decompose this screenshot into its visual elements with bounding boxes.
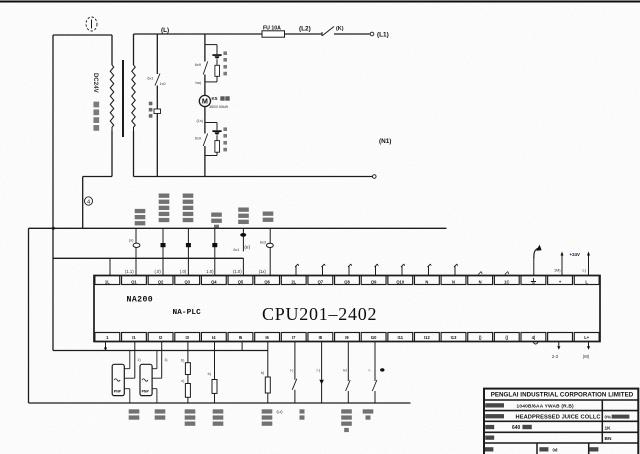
svg-text:Q4: Q4 [211,279,217,284]
svg-text:b): b) [261,371,265,375]
svg-text:(1x): (1x) [259,269,267,274]
svg-text:6x1: 6x1 [147,77,153,81]
svg-text:Q1: Q1 [131,279,137,284]
svg-text:DC24V: DC24V [92,73,99,94]
svg-text:+24V: +24V [570,252,580,257]
svg-text:I·): I·) [317,369,321,373]
svg-text:I7: I7 [292,335,296,340]
svg-text:I6: I6 [265,335,269,340]
svg-text:(1x): (1x) [196,119,203,123]
svg-text:N: N [479,279,482,284]
svg-text:1L: 1L [105,279,110,284]
svg-text:NA-PLC: NA-PLC [173,309,202,317]
svg-text:(N1): (N1) [379,138,391,145]
svg-text:Q10: Q10 [396,279,404,284]
svg-text:640: 640 [512,425,521,431]
svg-text:Q9: Q9 [371,279,377,284]
svg-text:0d: 0d [553,447,558,452]
svg-text:I·: I· [369,369,371,373]
svg-text:c): c) [181,379,185,383]
svg-text:4): 4) [532,335,536,340]
svg-text:1.0): 1.0) [206,269,214,274]
svg-text:(): () [505,335,508,340]
svg-text:(.0): (.0) [155,269,162,274]
svg-text:Q3: Q3 [184,279,190,284]
svg-text:I·): I·) [290,369,294,373]
svg-text:+: + [559,279,562,284]
svg-text:CPU201–2402: CPU201–2402 [262,304,377,324]
svg-text:1x0: 1x0 [160,82,166,86]
svg-text:Q5: Q5 [238,279,244,284]
svg-text:6x1: 6x1 [233,248,239,252]
svg-text:Q6: Q6 [264,279,270,284]
svg-text:1): 1) [164,358,168,362]
svg-text:Q2: Q2 [158,279,164,284]
svg-text:I8: I8 [319,335,323,340]
svg-text:b): b) [208,372,212,376]
svg-text:L): L) [583,268,587,272]
svg-text:ba): ba) [196,81,202,85]
svg-text:1K: 1K [605,425,612,431]
svg-text:(e): (e) [244,245,250,250]
svg-text:(x): (x) [129,237,134,242]
svg-text:K5: K5 [212,96,218,101]
svg-text:(.0): (.0) [180,269,187,274]
svg-text:I10: I10 [371,335,377,340]
svg-text:I9: I9 [345,335,349,340]
svg-text:(): () [479,335,482,340]
svg-text:I3: I3 [185,335,189,340]
svg-text:380/0.55kW: 380/0.55kW [209,105,229,109]
svg-text:1C: 1C [504,279,509,284]
svg-text:(K): (K) [336,26,344,32]
svg-text:b): b) [181,358,185,362]
svg-text:NA200: NA200 [127,295,154,304]
svg-text:(M): (M) [583,354,590,359]
svg-text:6x3: 6x3 [260,240,266,244]
svg-text:1: 1 [106,335,109,340]
svg-text:2-3: 2-3 [552,354,559,359]
svg-text:1040B/6AA YWAB (R.B): 1040B/6AA YWAB (R.B) [517,404,575,410]
svg-text:L+: L+ [584,335,590,340]
svg-text:I11: I11 [398,335,404,340]
svg-text:FU 10A: FU 10A [263,26,281,32]
svg-text:I12: I12 [424,335,430,340]
svg-text:IxI: IxI [343,369,347,373]
svg-text:1): 1) [137,358,141,362]
svg-text:PNP: PNP [114,389,122,393]
svg-text:(L2): (L2) [299,26,311,33]
svg-text:N: N [425,279,428,284]
svg-text:I1: I1 [132,335,136,340]
svg-text:I5: I5 [239,335,243,340]
svg-text:I2: I2 [159,335,163,340]
svg-text:BN: BN [605,436,612,442]
svg-text:(1.0): (1.0) [233,269,242,274]
svg-text:Q8: Q8 [344,279,350,284]
svg-text:(L1): (L1) [377,32,389,39]
svg-text:PNP: PNP [142,389,150,393]
svg-text:Q7: Q7 [318,279,324,284]
svg-text:L: L [585,279,588,284]
svg-text:(L): (L) [161,27,169,34]
svg-text:6x9: 6x9 [195,137,201,141]
svg-text:0%: 0% [605,415,611,420]
svg-text:I13: I13 [451,335,457,340]
svg-text:I4: I4 [212,335,216,340]
svg-text:HEADPRESSED JUICE COLLC: HEADPRESSED JUICE COLLC [516,414,601,420]
svg-text:N: N [452,279,455,284]
svg-text:2L: 2L [291,279,296,284]
svg-text:(1.1): (1.1) [125,269,134,274]
svg-text:PENGLAI INDUSTRIAL CORPORATION: PENGLAI INDUSTRIAL CORPORATION LIMITED [491,392,634,399]
svg-text:6-6: 6-6 [277,409,284,414]
svg-text:1M): 1M) [554,268,561,272]
svg-text:4: 4 [87,199,90,205]
svg-text:6x9: 6x9 [195,63,201,67]
svg-text:M: M [202,97,208,106]
